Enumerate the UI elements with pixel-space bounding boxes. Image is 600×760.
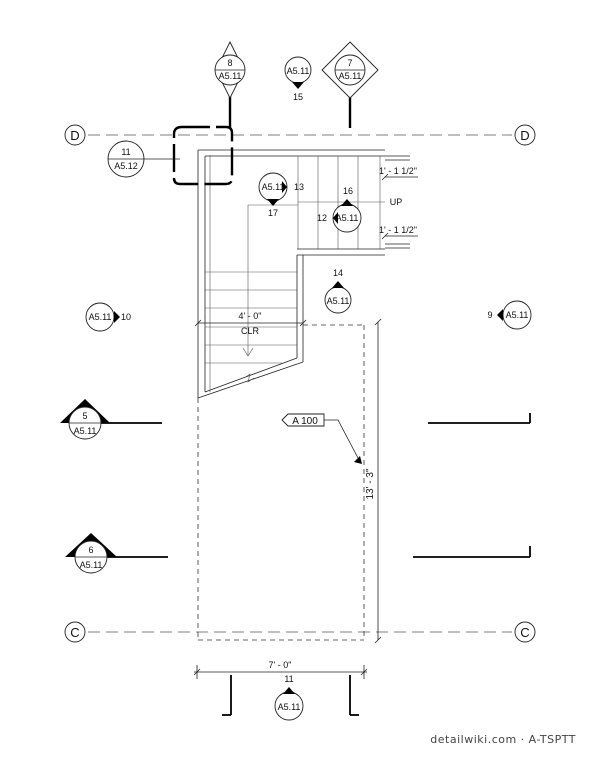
svg-text:12: 12	[317, 213, 327, 223]
svg-text:4' - 0": 4' - 0"	[239, 311, 262, 321]
svg-text:A5.11: A5.11	[278, 702, 301, 712]
section-marker-5[interactable]: 5 A5.11	[60, 399, 110, 440]
dimension-upper-1: 1' - 1 1/2" UP	[379, 166, 418, 207]
svg-text:A5.11: A5.11	[506, 310, 529, 320]
svg-text:A5.11: A5.11	[336, 213, 359, 223]
keynote-tag-a100[interactable]: A 100	[281, 413, 362, 464]
svg-text:8: 8	[227, 58, 232, 68]
elevation-marker-10[interactable]: A5.11 10	[85, 302, 131, 332]
section-marker-8[interactable]: 8 A5.11	[214, 40, 246, 100]
stair-walls	[197, 149, 385, 399]
section-marker-6[interactable]: 6 A5.11	[65, 533, 117, 574]
svg-text:A5.11: A5.11	[74, 426, 97, 436]
elevation-marker-14[interactable]: A5.11 14	[324, 268, 352, 314]
svg-text:13: 13	[294, 182, 304, 192]
svg-text:1' - 1 1/2": 1' - 1 1/2"	[379, 166, 417, 176]
svg-text:A5.11: A5.11	[89, 312, 112, 322]
watermark: detailwiki.com · A-TSPTT	[430, 733, 576, 746]
stair-enclosure-dashed	[197, 324, 365, 641]
elevation-marker-16[interactable]: A5.11 16 12	[317, 186, 362, 233]
dimension-upper-2: 1' - 1 1/2"	[379, 225, 418, 240]
svg-text:7: 7	[347, 58, 352, 68]
svg-text:A5.11: A5.11	[80, 560, 103, 570]
svg-text:15: 15	[293, 92, 303, 102]
svg-text:9: 9	[487, 310, 492, 320]
elevation-marker-13[interactable]: A5.11 13 17	[258, 172, 304, 218]
svg-text:14: 14	[333, 268, 343, 278]
dimension-clear-width: 4' - 0" CLR	[194, 311, 307, 336]
grid-line-d: D D	[64, 124, 536, 146]
section-marker-7[interactable]: 7 A5.11	[321, 41, 379, 99]
svg-text:A5.11: A5.11	[327, 296, 350, 306]
svg-text:A5.11: A5.11	[339, 71, 362, 81]
svg-text:10: 10	[121, 312, 131, 322]
svg-text:A5.11: A5.11	[287, 66, 310, 76]
elevation-marker-15[interactable]: A5.11 15	[284, 56, 312, 102]
svg-text:A 100: A 100	[292, 416, 318, 427]
dimension-width: 7' - 0"	[193, 660, 368, 679]
elevation-marker-11-bottom[interactable]: A5.11 11	[274, 674, 304, 721]
svg-text:A5.11: A5.11	[219, 71, 242, 81]
detail-marker-11[interactable]: 11 A5.12	[107, 140, 180, 178]
grid-line-c: C C	[64, 621, 536, 643]
svg-text:1' - 1 1/2": 1' - 1 1/2"	[379, 225, 417, 235]
svg-text:13' - 3": 13' - 3"	[365, 468, 376, 499]
svg-text:11: 11	[121, 147, 130, 157]
grid-label-d-left: D	[70, 128, 79, 143]
svg-text:5: 5	[82, 411, 87, 421]
svg-text:16: 16	[343, 186, 353, 196]
svg-text:CLR: CLR	[241, 326, 260, 336]
svg-text:UP: UP	[390, 197, 403, 207]
dimension-length: 13' - 3"	[365, 318, 382, 644]
grid-label-d-right: D	[520, 128, 529, 143]
elevation-marker-9[interactable]: A5.11 9	[487, 300, 532, 330]
svg-text:A5.11: A5.11	[262, 182, 285, 192]
svg-text:6: 6	[88, 545, 93, 555]
corner-detail-boundary	[172, 125, 234, 186]
svg-text:11: 11	[284, 674, 293, 684]
svg-text:17: 17	[268, 208, 278, 218]
svg-text:7' - 0": 7' - 0"	[269, 660, 292, 670]
svg-text:A5.12: A5.12	[114, 161, 138, 171]
grid-label-c-right: C	[520, 625, 529, 640]
grid-label-c-left: C	[70, 625, 79, 640]
upper-flight-treads	[297, 155, 410, 249]
